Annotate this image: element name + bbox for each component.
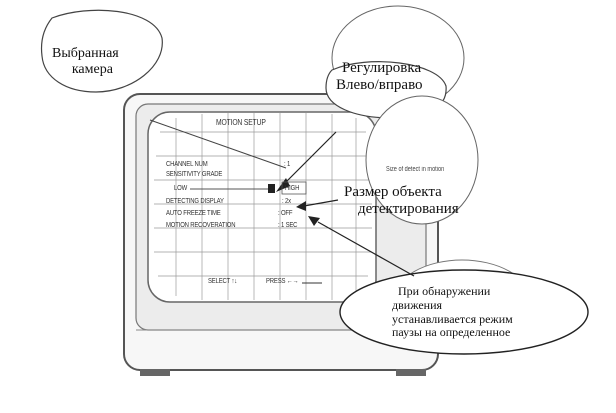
callout-pause-line4: паузы на определенное: [392, 326, 513, 340]
osd-row-low-label: LOW: [174, 185, 187, 192]
osd-row-detecting-value: : 2x: [282, 198, 291, 205]
monitor-screen: [148, 112, 376, 302]
osd-row-channel-value: : 1: [284, 161, 290, 168]
osd-row-detecting-label: DETECTING DISPLAY: [166, 198, 224, 205]
callout-pause-line2: движения: [392, 299, 513, 313]
callout-pause-line1: При обнаружении: [392, 285, 513, 299]
osd-row-recover-label: MOTION RECOVERATION: [166, 222, 235, 229]
osd-row-channel-label: CHANNEL NUM: [166, 161, 208, 168]
monitor-foot-right: [396, 369, 426, 376]
sensitivity-slider-knob: [268, 184, 275, 193]
osd-row-high-value: HIGH: [285, 185, 299, 192]
osd-row-recover-value: : 1 SEC: [278, 222, 297, 229]
callout-adjust-line2: Влево/вправо: [336, 77, 423, 94]
callout-pause-line3: устанавливается режим: [392, 313, 513, 327]
callout-object-size-line2: детектирования: [344, 201, 459, 218]
callout-selected-camera: Выбранная камера: [52, 46, 119, 78]
callout-object-size-line1: Размер объекта: [344, 184, 459, 201]
screen-title: MOTION SETUP: [216, 118, 266, 127]
callout-selected-camera-line2: камера: [52, 62, 119, 78]
osd-footer-press: PRESS ←→: [266, 278, 298, 285]
osd-row-freeze-label: AUTO FREEZE TIME: [166, 210, 221, 217]
callout-selected-camera-line1: Выбранная: [52, 46, 119, 62]
callout-object-size-en: Size of detect in motion: [386, 166, 444, 173]
callout-object-size: Размер объекта детектирования: [344, 184, 459, 219]
osd-row-freeze-value: : OFF: [278, 210, 292, 217]
osd-row-sensitivity-label: SENSITIVITY GRADE: [166, 171, 222, 178]
osd-footer-select: SELECT ↑↓: [208, 278, 237, 285]
callout-pause: При обнаружении движения устанавливается…: [392, 285, 513, 340]
callout-adjust: Регулировка Влево/вправо: [336, 60, 423, 95]
monitor-foot-left: [140, 369, 170, 376]
callout-adjust-line1: Регулировка: [336, 60, 423, 77]
